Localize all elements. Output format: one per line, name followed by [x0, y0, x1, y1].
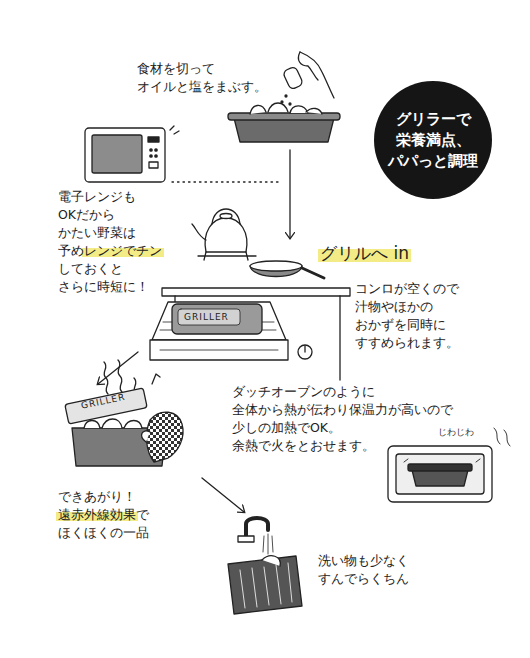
step-note: 洗い物も少なく すんでらくちん — [318, 552, 508, 588]
step-note: コンロが空くので 汁物やほかの おかずを同時に すすめられます。 — [355, 280, 525, 352]
badge-text: グリラーで 栄養満点、 パパっと調理 — [377, 109, 489, 172]
step-note: できあがり！ 遠赤外線効果で ほくほくの一品 — [58, 488, 238, 542]
step-heading: グリルへ in — [320, 242, 409, 264]
lid-logo: GRILLER — [184, 311, 229, 323]
step-note: ダッチオーブンのように 全体から熱が伝わり保温力が高いので 少しの加熱でOK。 … — [232, 383, 522, 455]
step-note: 食材を切って オイルと塩をまぶす。 — [137, 60, 337, 96]
step-note: 電子レンジも OKだから かたい野菜は 予めレンジでチン しておくと さらに時短… — [58, 188, 228, 296]
sound-word: じわじわ — [438, 426, 474, 438]
title-badge: グリラーで 栄養満点、 パパっと調理 — [374, 81, 492, 199]
